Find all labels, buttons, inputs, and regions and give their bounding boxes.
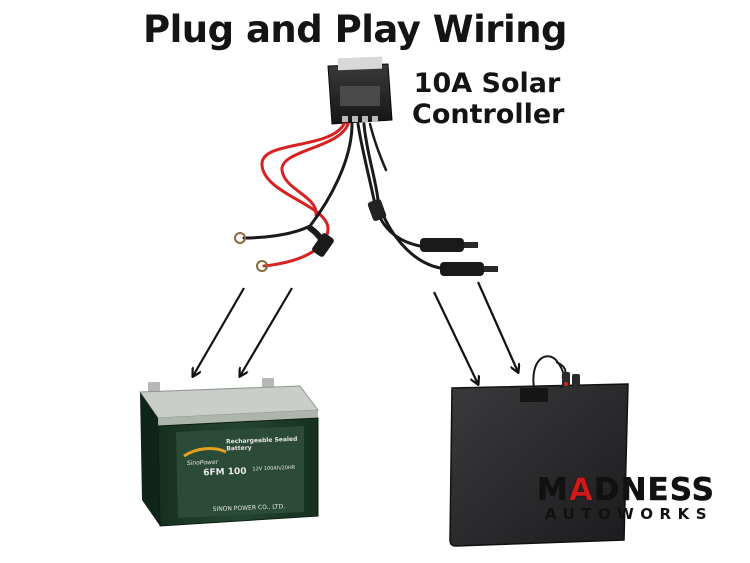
arrow-panel-2 [476,281,518,372]
controller-label: 10A Solar Controller [412,68,565,130]
battery-spec: 12V 100Ah/20HR [252,464,296,473]
page-title: Plug and Play Wiring [142,8,568,51]
battery-model: 6FM 100 [203,466,247,479]
battery-label: Rechargeable Sealed Battery SinoPower 6F… [186,435,307,513]
madness-autoworks-logo: MADNESS AUTOWORKS [522,474,730,523]
logo-subtitle: AUTOWORKS [544,505,714,523]
arrow-battery-1 [193,287,245,376]
controller-label-line2: Controller [412,99,565,130]
logo-wordmark: MADNESS [537,472,715,508]
solar-controller [327,56,393,125]
controller-label-line1: 10A Solar [413,68,561,99]
connection-arrows [193,281,518,384]
arrow-panel-1 [433,291,478,384]
solar-panel [449,355,629,547]
wiring-harness [234,122,498,276]
battery [139,378,319,527]
battery-header: Rechargeable Sealed Battery [225,435,298,453]
arrow-battery-2 [240,287,293,376]
